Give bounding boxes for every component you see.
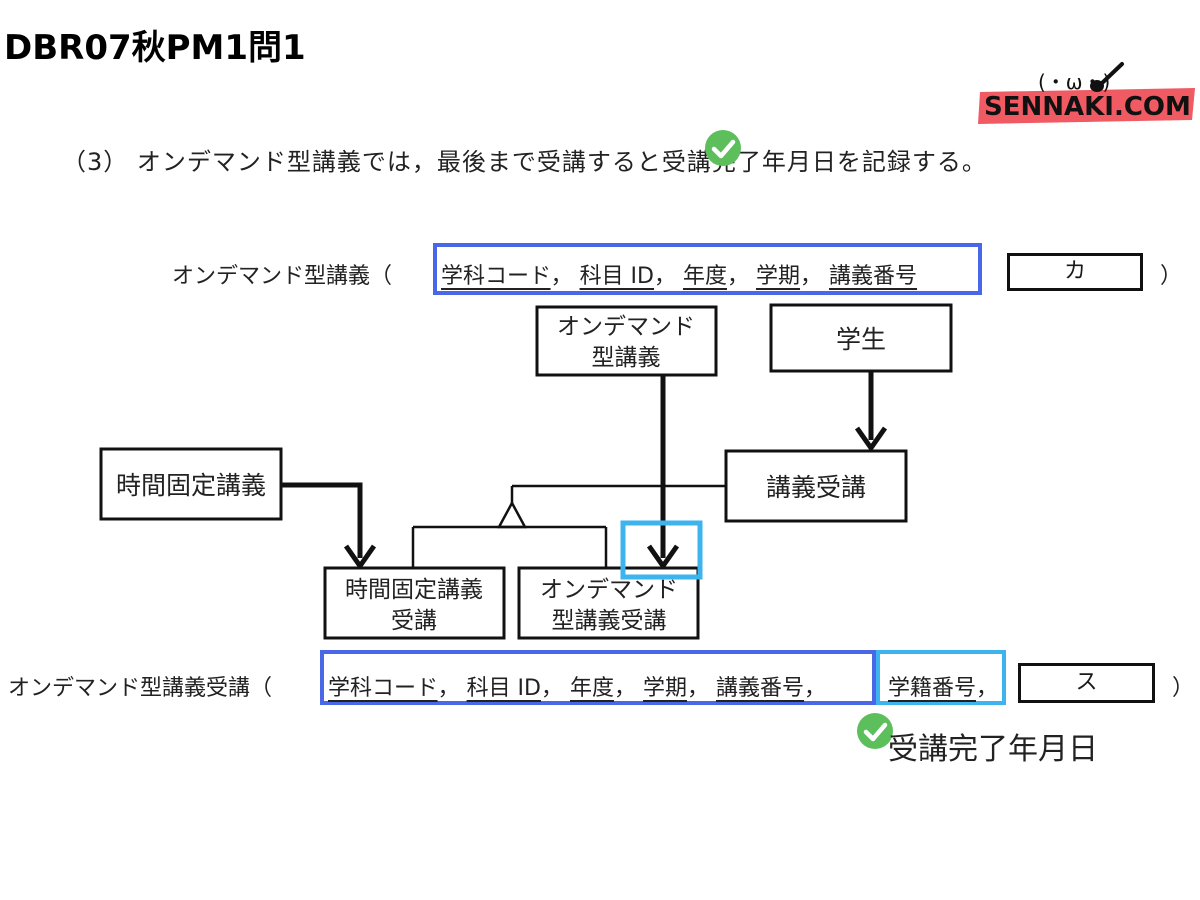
attr-year: 年度 bbox=[683, 264, 728, 289]
highlight-arrow-box bbox=[620, 520, 703, 580]
logo-face: (・ω・) bbox=[1038, 70, 1111, 94]
attr-dept-code: 学科コード bbox=[328, 676, 438, 701]
subtype-triangle-icon bbox=[496, 500, 528, 529]
logo-graphic bbox=[978, 62, 1195, 124]
entity-student bbox=[769, 303, 953, 373]
relation-top-close: ） bbox=[1160, 264, 1183, 289]
check-icon-2 bbox=[855, 711, 895, 751]
relation-bottom-close: ） bbox=[1172, 676, 1195, 701]
arrowhead-icon bbox=[343, 544, 377, 569]
entity-fixed-time-enrollment-label-2: 受講 bbox=[391, 608, 437, 634]
relation-bottom-attrs-box bbox=[320, 650, 876, 705]
entity-ondemand-lecture bbox=[535, 305, 718, 377]
entity-ondemand-lecture-label-1: オンデマンド bbox=[557, 314, 695, 340]
entity-fixed-time-enrollment bbox=[323, 566, 506, 640]
relationship-ondemand-lecture-enrollment bbox=[646, 375, 680, 569]
attr-student-no: 学籍番号 bbox=[888, 676, 977, 701]
arrowhead-icon bbox=[646, 544, 680, 569]
attr-term: 学期 bbox=[756, 264, 801, 289]
attr-subject-id: 科目 ID bbox=[466, 676, 541, 701]
relation-bottom-extra: 学籍番号， bbox=[888, 676, 999, 701]
logo-brush-stroke bbox=[978, 88, 1195, 124]
relation-name-ondemand: オンデマンド型講義（ bbox=[172, 264, 393, 289]
entity-ondemand-enrollment bbox=[517, 566, 700, 640]
question-text: （3） オンデマンド型講義では，最後まで受講すると受講完了年月日を記録する。 bbox=[62, 148, 987, 176]
relation-bottom-extra-box bbox=[876, 650, 1006, 705]
relationship-student-enrollment bbox=[854, 371, 888, 451]
page-title: DBR07秋PM1問1 bbox=[4, 28, 306, 68]
check-icon-1 bbox=[703, 128, 743, 168]
site-logo: (・ω・) SENNAKI.COM bbox=[970, 60, 1200, 130]
blank-su-box: ス bbox=[1018, 663, 1155, 703]
attr-term: 学期 bbox=[643, 676, 688, 701]
subtype-connector bbox=[411, 484, 726, 568]
blank-ka-box: カ bbox=[1007, 253, 1143, 291]
entity-fixed-time-lecture-label: 時間固定講義 bbox=[116, 471, 266, 500]
entity-fixed-time-enrollment-label-1: 時間固定講義 bbox=[345, 577, 483, 603]
attr-subject-id: 科目 ID bbox=[579, 264, 654, 289]
relation-bottom-attrs: 学科コード， 科目 ID， 年度， 学期， 講義番号， bbox=[328, 676, 827, 701]
entity-lecture-enrollment-label: 講義受講 bbox=[766, 473, 866, 502]
relation-top-attrs-box bbox=[433, 243, 982, 295]
brush-icon bbox=[1090, 62, 1124, 92]
attr-year: 年度 bbox=[570, 676, 615, 701]
entity-ondemand-enrollment-label-2: 型講義受講 bbox=[552, 608, 667, 634]
attr-dept-code: 学科コード bbox=[441, 264, 551, 289]
attr-lecture-no: 講義番号 bbox=[716, 676, 805, 701]
blank-su-label: ス bbox=[1075, 670, 1098, 695]
relationship-fixed-lecture-enrollment bbox=[281, 482, 377, 569]
blank-ka-label: カ bbox=[1063, 259, 1086, 284]
logo-text: SENNAKI.COM bbox=[984, 92, 1191, 122]
relation-top-attrs: 学科コード， 科目 ID， 年度， 学期， 講義番号 bbox=[441, 264, 918, 289]
relation-name-ondemand-enrollment: オンデマンド型講義受講（ bbox=[8, 676, 273, 701]
entity-ondemand-lecture-label-2: 型講義 bbox=[592, 345, 661, 371]
arrowhead-icon bbox=[854, 426, 888, 451]
handwritten-annotation: 受講完了年月日 bbox=[888, 732, 1098, 767]
entity-student-label: 学生 bbox=[836, 325, 886, 354]
entity-ondemand-enrollment-label-1: オンデマンド bbox=[540, 577, 678, 603]
attr-lecture-no: 講義番号 bbox=[829, 264, 918, 289]
